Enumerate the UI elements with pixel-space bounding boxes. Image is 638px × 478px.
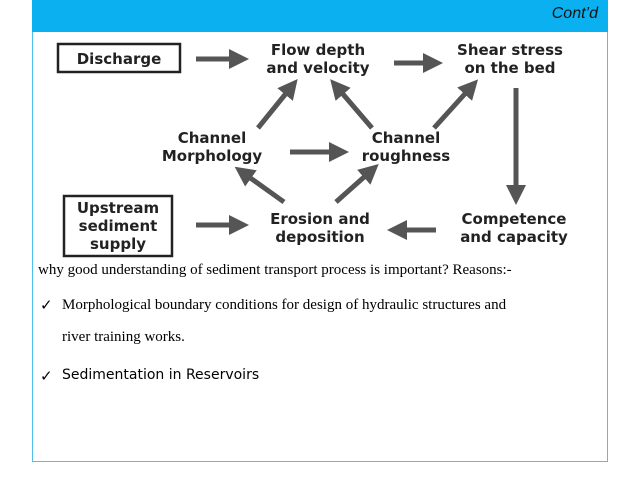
node-upstream-line2: sediment bbox=[79, 217, 158, 235]
slide-title: Cont’d bbox=[551, 5, 598, 22]
node-erosion-line1: Erosion and bbox=[270, 210, 370, 228]
checkmark-icon: ✓ bbox=[40, 367, 53, 385]
node-channel-roughness-line1: Channel bbox=[372, 129, 440, 147]
bullet-line: Morphological boundary conditions for de… bbox=[62, 297, 507, 313]
node-flow-depth-line2: and velocity bbox=[266, 59, 369, 77]
node-channel-morphology-line2: Morphology bbox=[162, 147, 263, 165]
node-discharge: Discharge bbox=[77, 50, 162, 68]
node-competence-line1: Competence bbox=[462, 210, 567, 228]
arrow-erosion-to-morphology bbox=[234, 166, 286, 205]
node-erosion-line2: deposition bbox=[275, 228, 364, 246]
node-channel-morphology-line1: Channel bbox=[178, 129, 246, 147]
sediment-process-diagram: Discharge Flow depth and velocity Shear … bbox=[56, 41, 568, 258]
node-flow-depth-line1: Flow depth bbox=[271, 41, 365, 59]
bullet-line: river training works. bbox=[62, 329, 185, 345]
arrow-roughness-to-flow bbox=[330, 79, 374, 130]
node-shear-stress-line1: Shear stress bbox=[457, 41, 563, 59]
node-upstream-line3: supply bbox=[90, 235, 146, 253]
arrow-morphology-to-flow bbox=[256, 79, 298, 130]
node-upstream-line1: Upstream bbox=[77, 199, 159, 217]
discharge-box bbox=[56, 42, 182, 74]
node-competence-line2: and capacity bbox=[460, 228, 568, 246]
node-channel-roughness-line2: roughness bbox=[362, 147, 451, 165]
header-bar: Cont’d bbox=[32, 0, 608, 32]
checkmark-icon: ✓ bbox=[40, 296, 53, 314]
question-text: why good understanding of sediment trans… bbox=[38, 262, 512, 278]
node-shear-stress-line2: on the bed bbox=[464, 59, 555, 77]
bullet-line: Sedimentation in Reservoirs bbox=[62, 367, 260, 383]
arrow-erosion-to-roughness bbox=[334, 164, 379, 204]
content-frame bbox=[32, 32, 608, 462]
arrow-roughness-to-shear bbox=[432, 79, 479, 130]
upstream-box bbox=[62, 194, 174, 258]
